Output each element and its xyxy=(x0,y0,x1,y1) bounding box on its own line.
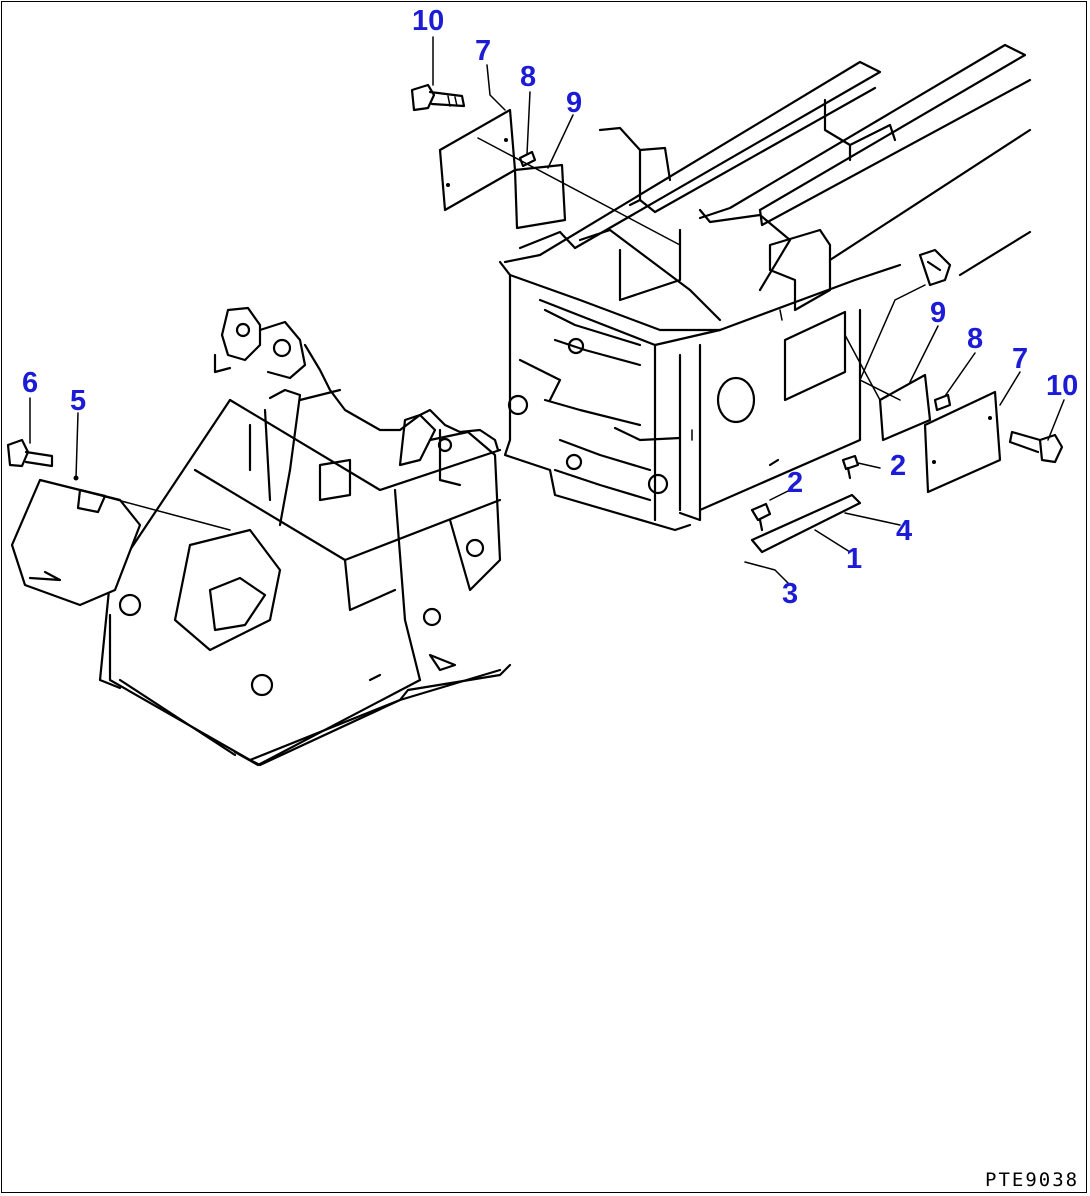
bolt-2a xyxy=(750,502,772,522)
callout-8-right: 8 xyxy=(967,323,983,355)
callout-10-top: 10 xyxy=(412,5,444,37)
strap-assembly xyxy=(750,454,862,554)
rear-frame xyxy=(498,43,1032,532)
strap-1 xyxy=(750,493,862,554)
cover-assembly-right xyxy=(878,373,1064,494)
cover-assembly-top xyxy=(410,83,567,230)
bolt-6 xyxy=(6,438,30,468)
callout-7-right: 7 xyxy=(1012,343,1028,375)
cover-5 xyxy=(10,478,142,607)
drawing-id-label: PTE9038 xyxy=(985,1169,1079,1191)
leader-lines xyxy=(29,36,1065,586)
callout-2-right: 2 xyxy=(890,450,906,482)
cover-plate-7a xyxy=(438,108,517,212)
callout-10-right: 10 xyxy=(1046,370,1078,402)
cover-plate-7b xyxy=(923,390,1002,494)
callout-2-left: 2 xyxy=(787,467,803,499)
callout-9-right: 9 xyxy=(930,297,946,329)
shim-8b xyxy=(933,393,952,412)
callout-3: 3 xyxy=(782,578,798,610)
callout-4: 4 xyxy=(896,515,912,547)
plate-9a xyxy=(513,163,567,230)
callout-8-top: 8 xyxy=(520,61,536,93)
callout-labels: 10 7 8 9 6 5 9 8 7 10 2 2 4 1 3 xyxy=(22,5,1078,610)
plate-9b xyxy=(878,373,932,442)
bolt-10a xyxy=(410,83,436,112)
callout-1: 1 xyxy=(846,543,862,575)
front-frame xyxy=(98,306,512,767)
bolt-2b xyxy=(841,454,860,471)
callout-7-top: 7 xyxy=(475,35,491,67)
callout-9-top: 9 xyxy=(566,87,582,119)
callout-6: 6 xyxy=(22,367,38,399)
callout-5: 5 xyxy=(70,385,86,417)
cover-assembly-left xyxy=(6,438,142,607)
bolt-10b xyxy=(1038,433,1064,464)
